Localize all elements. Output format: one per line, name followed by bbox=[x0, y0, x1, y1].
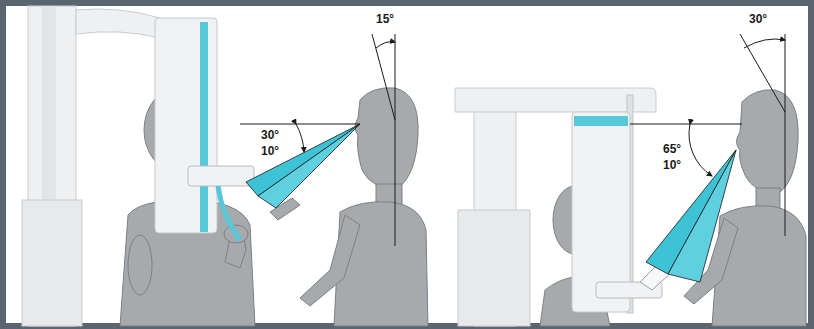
frame bbox=[3, 3, 811, 326]
left-unit bbox=[22, 6, 160, 326]
angle-label: 65° bbox=[662, 142, 682, 156]
beam-fan bbox=[246, 124, 360, 208]
angle-label: 30° bbox=[748, 12, 768, 26]
angle-label: 30° bbox=[260, 128, 280, 142]
device-head-right bbox=[572, 112, 672, 312]
angle-lines-right bbox=[630, 34, 785, 236]
standing-operator bbox=[270, 88, 428, 326]
angle-lines bbox=[240, 34, 395, 246]
device-head bbox=[155, 18, 254, 240]
angle-label: 10° bbox=[260, 144, 280, 158]
beam-fan-right bbox=[646, 150, 736, 282]
angle-label: 15° bbox=[375, 12, 395, 26]
angle-label: 10° bbox=[662, 158, 682, 172]
